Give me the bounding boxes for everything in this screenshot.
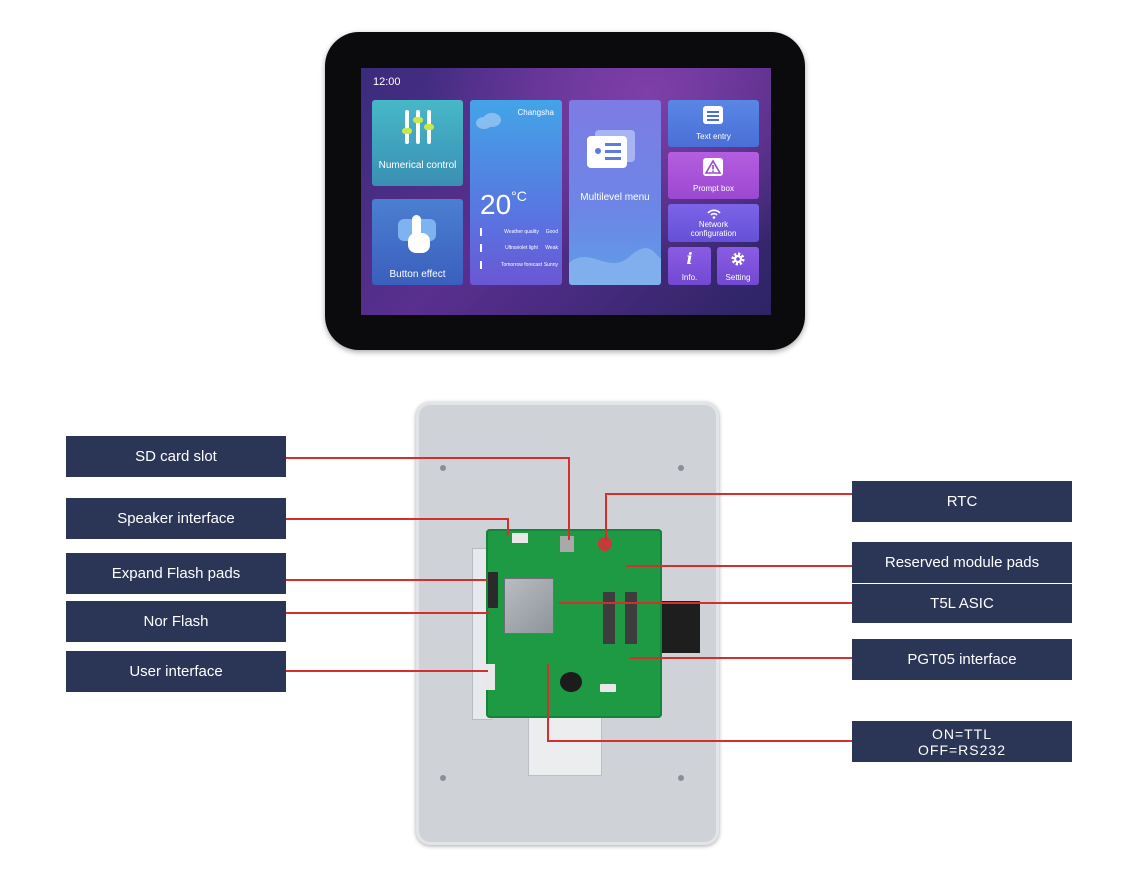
tile-setting[interactable]: Setting bbox=[717, 247, 759, 285]
callout-expand-flash-pads: Expand Flash pads bbox=[66, 553, 286, 594]
callout-speaker-interface: Speaker interface bbox=[66, 498, 286, 539]
wifi-icon bbox=[707, 209, 721, 219]
wave-decoration bbox=[569, 248, 661, 285]
tile-label: Numerical control bbox=[378, 160, 457, 171]
callout-reserved-module-pads: Reserved module pads bbox=[852, 542, 1072, 583]
warning-icon bbox=[703, 158, 723, 176]
switch-line-2: OFF=RS232 bbox=[918, 741, 1006, 758]
menu-tree-icon bbox=[587, 130, 635, 168]
gear-icon bbox=[731, 252, 745, 266]
callout-pgt05-interface: PGT05 interface bbox=[852, 639, 1072, 680]
user-interface-connector bbox=[485, 664, 495, 690]
info-icon: i bbox=[686, 249, 693, 268]
tile-label: Setting bbox=[725, 273, 751, 282]
inductor bbox=[560, 672, 582, 692]
screw bbox=[440, 465, 446, 471]
tile-info[interactable]: i Info. bbox=[668, 247, 711, 285]
callout-user-interface: User interface bbox=[66, 651, 286, 692]
screw bbox=[678, 465, 684, 471]
tile-prompt-box[interactable]: Prompt box bbox=[668, 152, 759, 199]
tile-label: Text entry bbox=[696, 132, 731, 141]
leader-switch bbox=[547, 664, 852, 742]
t5l-asic-chip bbox=[504, 578, 554, 634]
tile-label: Prompt box bbox=[693, 184, 734, 193]
tile-label: Multilevel menu bbox=[580, 192, 650, 203]
tile-numerical-control[interactable]: Numerical control bbox=[372, 100, 463, 186]
fpc-connector bbox=[603, 592, 615, 644]
callout-t5l-asic: T5L ASIC bbox=[852, 584, 1072, 623]
display-screen: 12:00 Numerical control Button effect Ch… bbox=[361, 68, 771, 315]
fpc-connector bbox=[625, 592, 637, 644]
speaker-connector bbox=[512, 533, 528, 543]
tile-label: Network configuration bbox=[690, 220, 737, 238]
leader-sd-card bbox=[286, 457, 570, 540]
sd-card-slot bbox=[560, 536, 574, 552]
callout-rtc: RTC bbox=[852, 481, 1072, 522]
cloud-icon bbox=[476, 113, 501, 129]
connector bbox=[600, 684, 616, 692]
screw bbox=[440, 775, 446, 781]
screw bbox=[678, 775, 684, 781]
flash-pads bbox=[488, 572, 498, 608]
sliders-icon bbox=[402, 110, 434, 144]
callout-ttl-rs232-switch: ON=TTL OFF=RS232 bbox=[852, 721, 1072, 762]
flex-cable bbox=[660, 601, 700, 653]
weather-city: Changsha bbox=[517, 108, 554, 117]
tile-label: Button effect bbox=[389, 269, 446, 280]
tile-network-configuration[interactable]: Network configuration bbox=[668, 204, 759, 242]
clock: 12:00 bbox=[373, 76, 401, 88]
leader-rtc bbox=[605, 493, 852, 541]
rtc-battery bbox=[598, 537, 612, 551]
tile-multilevel-menu[interactable]: Multilevel menu bbox=[569, 100, 661, 285]
weather-temperature: 20°C bbox=[480, 188, 527, 220]
document-icon bbox=[703, 106, 723, 124]
callout-nor-flash: Nor Flash bbox=[66, 601, 286, 642]
tile-button-effect[interactable]: Button effect bbox=[372, 199, 463, 285]
tile-text-entry[interactable]: Text entry bbox=[668, 100, 759, 147]
leader-speaker bbox=[286, 518, 509, 535]
hand-tap-icon bbox=[398, 215, 436, 253]
tile-label: Info. bbox=[681, 273, 698, 282]
callout-sd-card-slot: SD card slot bbox=[66, 436, 286, 477]
switch-line-1: ON=TTL bbox=[931, 725, 993, 742]
